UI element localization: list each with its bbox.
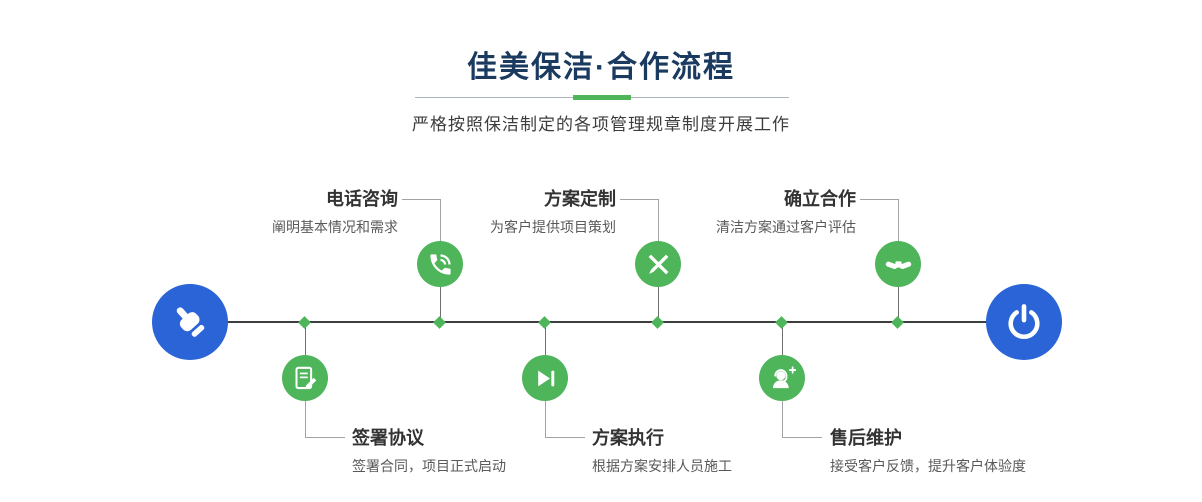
connector-line bbox=[545, 437, 585, 438]
timeline-diamond-marker bbox=[298, 316, 311, 329]
timeline-diamond-marker bbox=[775, 316, 788, 329]
connector-line bbox=[782, 401, 783, 437]
step-node-aftersales bbox=[759, 355, 805, 401]
node-connector bbox=[305, 323, 306, 355]
step-node-phone bbox=[417, 241, 463, 287]
step-desc: 接受客户反馈，提升客户体验度 bbox=[830, 458, 1026, 474]
step-desc: 根据方案安排人员施工 bbox=[592, 458, 732, 474]
step-title: 电话咨询 bbox=[326, 189, 398, 209]
timeline-diamond-marker bbox=[538, 316, 551, 329]
step-node-contract bbox=[282, 355, 328, 401]
step-title: 方案定制 bbox=[544, 189, 616, 209]
step-label-design: 方案定制 为客户提供项目策划 bbox=[336, 188, 616, 236]
step-node-design bbox=[635, 241, 681, 287]
timeline-diamond-marker bbox=[891, 316, 904, 329]
node-connector bbox=[658, 287, 659, 321]
step-desc: 为客户提供项目策划 bbox=[490, 219, 616, 235]
page-subtitle: 严格按照保洁制定的各项管理规章制度开展工作 bbox=[412, 115, 790, 134]
step-title: 确立合作 bbox=[784, 189, 856, 209]
connector-line bbox=[620, 199, 658, 200]
play-icon bbox=[537, 370, 554, 386]
connector-line bbox=[402, 199, 440, 200]
phone-icon bbox=[429, 253, 451, 275]
step-node-cooperation bbox=[875, 241, 921, 287]
step-desc: 签署合同，项目正式启动 bbox=[352, 458, 506, 474]
power-icon bbox=[1008, 304, 1040, 339]
connector-line bbox=[782, 437, 822, 438]
node-connector bbox=[440, 287, 441, 321]
node-connector bbox=[545, 323, 546, 355]
step-label-contract: 签署协议 签署合同，项目正式启动 bbox=[352, 427, 682, 475]
node-connector bbox=[782, 323, 783, 355]
step-label-cooperation: 确立合作 清洁方案通过客户评估 bbox=[576, 188, 856, 236]
title-divider-accent bbox=[573, 95, 631, 100]
hand-pointer-icon bbox=[176, 307, 205, 337]
connector-line bbox=[440, 199, 441, 241]
pen-ruler-icon bbox=[648, 254, 668, 274]
timeline-diamond-marker bbox=[433, 316, 446, 329]
connector-line bbox=[305, 401, 306, 437]
flow-end-node bbox=[986, 284, 1062, 360]
connector-line bbox=[545, 401, 546, 437]
page-title: 佳美保洁·合作流程 bbox=[467, 51, 735, 84]
step-desc: 阐明基本情况和需求 bbox=[272, 219, 398, 235]
step-desc: 清洁方案通过客户评估 bbox=[716, 219, 856, 235]
connector-line bbox=[860, 199, 898, 200]
flow-start-node bbox=[152, 284, 228, 360]
timeline-diamond-marker bbox=[651, 316, 664, 329]
connector-line bbox=[305, 437, 345, 438]
step-label-phone: 电话咨询 阐明基本情况和需求 bbox=[118, 188, 398, 236]
step-node-execution bbox=[522, 355, 568, 401]
connector-line bbox=[898, 199, 899, 241]
node-connector bbox=[898, 287, 899, 321]
step-label-execution: 方案执行 根据方案安排人员施工 bbox=[592, 427, 922, 475]
step-title: 方案执行 bbox=[592, 428, 664, 448]
step-label-aftersales: 售后维护 接受客户反馈，提升客户体验度 bbox=[830, 427, 1160, 475]
handshake-icon bbox=[885, 260, 911, 269]
step-title: 签署协议 bbox=[352, 428, 424, 448]
step-title: 售后维护 bbox=[830, 428, 902, 448]
contract-icon bbox=[294, 366, 316, 389]
connector-line bbox=[658, 199, 659, 241]
headset-icon bbox=[772, 365, 796, 388]
timeline-line bbox=[190, 321, 1024, 323]
